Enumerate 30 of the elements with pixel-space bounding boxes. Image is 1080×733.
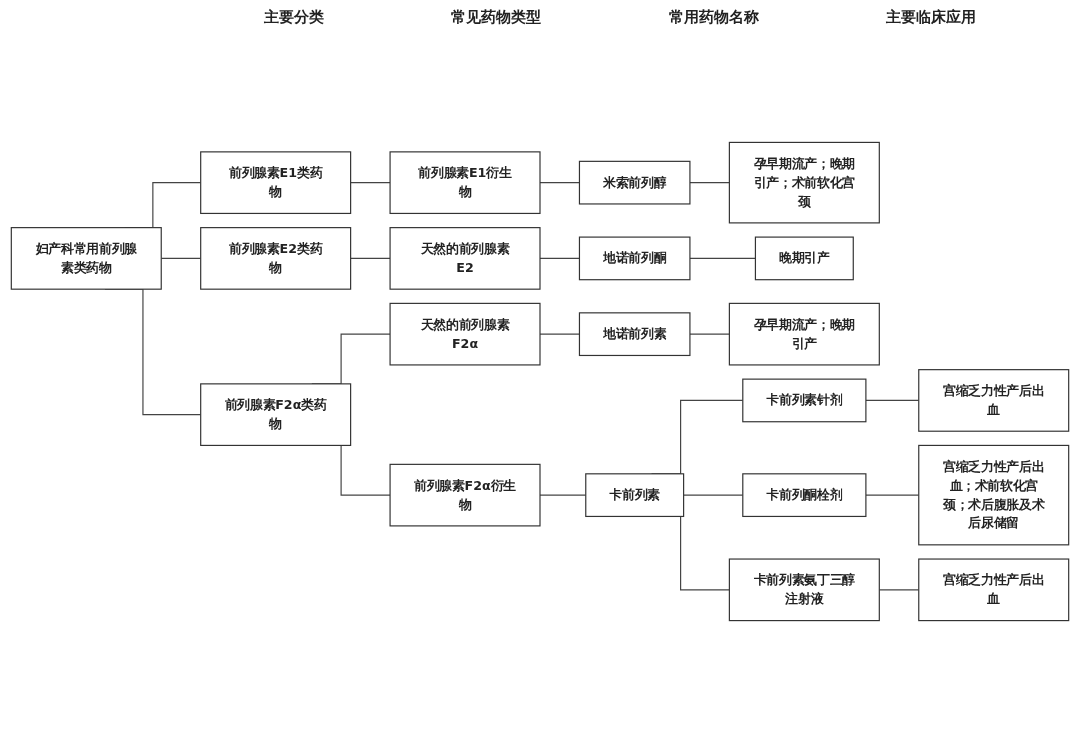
node-box: 卡前列素: [585, 472, 685, 517]
node-box: 前列腺素E1衍生物: [389, 150, 541, 214]
column-header: 主要临床应用: [886, 8, 977, 28]
column-header: 主要分类: [263, 8, 324, 28]
node-box: 孕早期流产；晚期引产；术前软化宫颈: [728, 141, 880, 223]
connector: [350, 257, 391, 259]
node-box: 宫缩乏力性产后出血: [918, 368, 1070, 432]
node-box: 前列腺素E2类药物: [200, 226, 352, 290]
connector: [350, 181, 391, 183]
connector: [689, 257, 756, 259]
node-box: 地诺前列酮: [578, 236, 691, 280]
node-box: 前列腺素F2α衍生物: [389, 463, 541, 526]
node-box: 天然的前列腺素F2α: [389, 302, 541, 365]
node-box: 晚期引产: [754, 236, 854, 280]
connector: [689, 333, 730, 335]
node-box: 卡前列素针剂: [742, 378, 867, 422]
column-header: 常用药物名称: [668, 8, 759, 28]
connector: [689, 181, 730, 183]
node-box: 卡前列素氨丁三醇注射液: [728, 557, 880, 621]
node-box: 孕早期流产；晚期引产: [728, 302, 880, 365]
node-box: 前列腺素F2α类药物: [200, 382, 352, 446]
node-box: 妇产科常用前列腺素类药物: [10, 226, 162, 290]
node-box: 米索前列醇: [578, 160, 691, 205]
node-box: 地诺前列素: [578, 311, 691, 356]
column-header: 常见药物类型: [451, 8, 542, 28]
node-box: 天然的前列腺素E2: [389, 226, 541, 290]
node-box: 前列腺素E1类药物: [200, 150, 352, 214]
node-box: 卡前列酮栓剂: [742, 472, 867, 517]
node-box: 宫缩乏力性产后出血: [918, 557, 1070, 621]
node-box: 宫缩乏力性产后出血；术前软化宫颈；术后腹胀及术后尿储留: [918, 444, 1070, 545]
